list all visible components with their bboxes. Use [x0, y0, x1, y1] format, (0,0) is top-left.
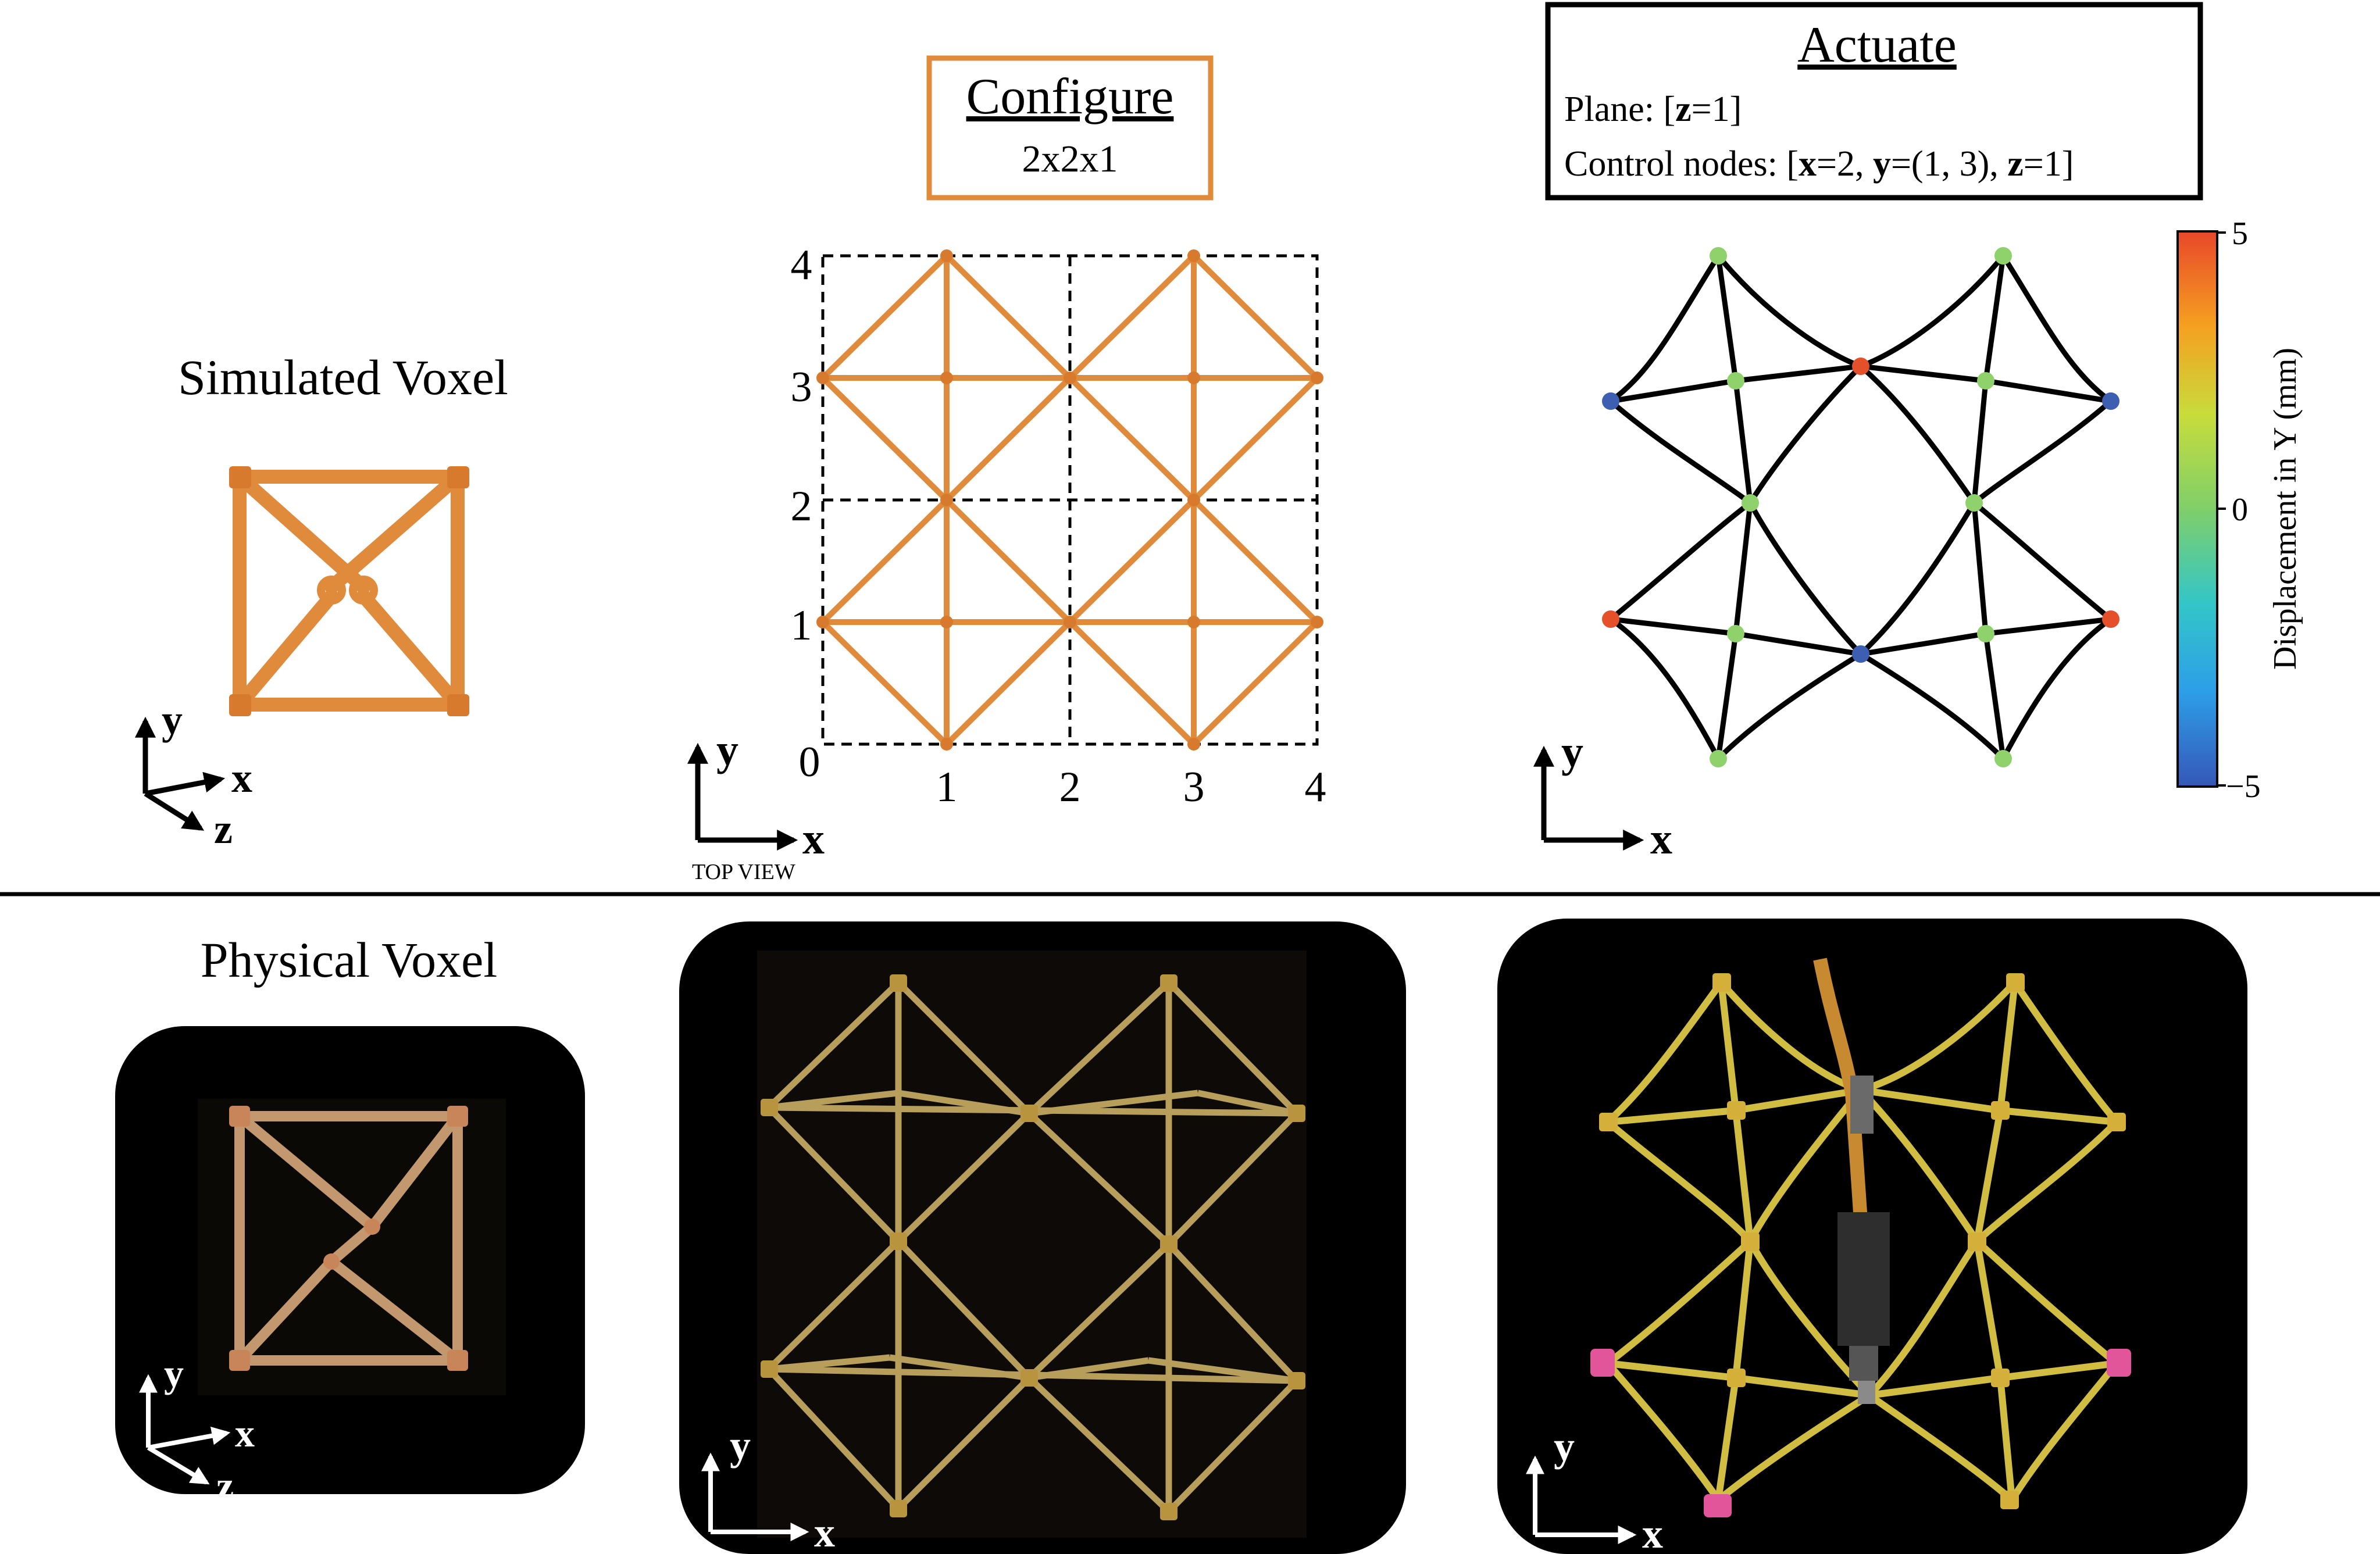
- actuate-plane-line: Plane: [z=1]: [1564, 90, 1742, 129]
- simulated-axis-x: x: [231, 755, 252, 801]
- control-y: y: [1873, 144, 1891, 184]
- configure-ytick: 4: [791, 241, 812, 289]
- configured-photo-axes: [701, 1452, 809, 1541]
- configure-box: [926, 55, 1214, 201]
- physical-axes: [139, 1374, 231, 1485]
- physical-axis-z: z: [216, 1463, 234, 1507]
- control-z-val: =1]: [2024, 144, 2074, 184]
- actuated-photo-panel: y x: [1497, 919, 2247, 1554]
- configure-xtick: 2: [1059, 763, 1081, 811]
- actuate-node-green: [1710, 247, 2012, 767]
- actuated-photo-node: [1599, 973, 2126, 1509]
- actuate-box: [1545, 2, 2203, 201]
- configure-xtick: 1: [936, 763, 958, 811]
- configure-subtitle: 2x2x1: [1022, 138, 1118, 180]
- simulated-voxel-drawing: [233, 470, 465, 712]
- configured-photo-node: [761, 974, 1305, 1520]
- configure-title: Configure: [966, 69, 1174, 125]
- configured-photo-panel: y x: [679, 921, 1406, 1554]
- actuate-panel: Actuate Plane: [z=1] Control nodes: [x=2…: [1533, 2, 2303, 863]
- simulated-axis-z: z: [214, 806, 233, 852]
- actuated-photo-axis-y: y: [1554, 1423, 1575, 1470]
- configure-node: [816, 249, 1323, 751]
- actuate-control-line: Control nodes: [x=2, y=(1, 3), z=1]: [1564, 144, 2074, 184]
- actuate-lattice: [1609, 254, 2113, 761]
- configure-axis-y: y: [716, 726, 738, 774]
- simulated-axes: [135, 716, 226, 831]
- plane-var: z: [1675, 90, 1692, 129]
- actuate-axis-x: x: [1650, 814, 1672, 863]
- configure-xtick: 3: [1183, 763, 1205, 811]
- top-view-label: TOP VIEW: [692, 860, 795, 884]
- configured-photo-axis-y: y: [730, 1422, 751, 1469]
- control-x: x: [1799, 144, 1817, 184]
- configure-axis-x: x: [802, 814, 825, 863]
- colorbar-tick-max: 5: [2232, 216, 2248, 252]
- configure-ytick: 1: [791, 602, 812, 649]
- configure-axes: [687, 742, 798, 851]
- physical-voxel-node: [229, 1106, 468, 1371]
- control-prefix: Control nodes: [: [1564, 144, 1799, 184]
- physical-voxel-struts: [234, 1111, 463, 1366]
- configured-photo-axis-x: x: [814, 1509, 835, 1554]
- control-z: z: [2007, 144, 2024, 184]
- actuate-node-blue: [1602, 392, 2119, 663]
- actuate-node-red: [1602, 358, 2119, 628]
- actuated-photo-axes: [1526, 1455, 1637, 1544]
- colorbar: 5 0 −5 Displacement in Y (mm): [2176, 216, 2303, 805]
- configure-origin: 0: [799, 738, 820, 786]
- configure-ytick: 2: [791, 483, 812, 530]
- simulated-node: [229, 466, 469, 716]
- simulated-voxel-title: Simulated Voxel: [178, 349, 508, 405]
- simulated-axis-y: y: [162, 696, 183, 743]
- plane-prefix: Plane: [: [1564, 90, 1675, 129]
- configure-xtick: 4: [1305, 763, 1326, 811]
- configure-panel: Configure 2x2x1: [687, 55, 1326, 884]
- control-x-val: =2,: [1817, 144, 1873, 184]
- actuated-photo-struts: [1605, 980, 2119, 1503]
- control-y-val: =(1, 3),: [1891, 144, 2007, 184]
- physical-voxel-title: Physical Voxel: [201, 932, 497, 988]
- actuate-title: Actuate: [1797, 17, 1957, 73]
- physical-axis-y: y: [164, 1351, 184, 1395]
- physical-axis-x: x: [235, 1411, 255, 1455]
- physical-voxel-panel: Physical Voxel y x z: [115, 932, 585, 1507]
- plane-rest: =1]: [1692, 90, 1742, 129]
- colorbar-tick-mid: 0: [2232, 492, 2248, 528]
- colorbar-tick-min: −5: [2226, 769, 2261, 805]
- colorbar-gradient: [2176, 230, 2218, 788]
- actuate-axes: [1533, 745, 1644, 851]
- actuated-photo-axis-x: x: [1642, 1510, 1663, 1554]
- colorbar-label: Displacement in Y (mm): [2267, 348, 2303, 670]
- actuate-axis-y: y: [1561, 727, 1583, 776]
- configure-ytick: 3: [791, 363, 812, 411]
- pink-anchor: [1590, 1349, 2131, 1517]
- configure-grid: [821, 254, 1319, 746]
- simulated-voxel-panel: Simulated Voxel y x z: [135, 349, 508, 852]
- actuator-servo: [1813, 958, 1890, 1404]
